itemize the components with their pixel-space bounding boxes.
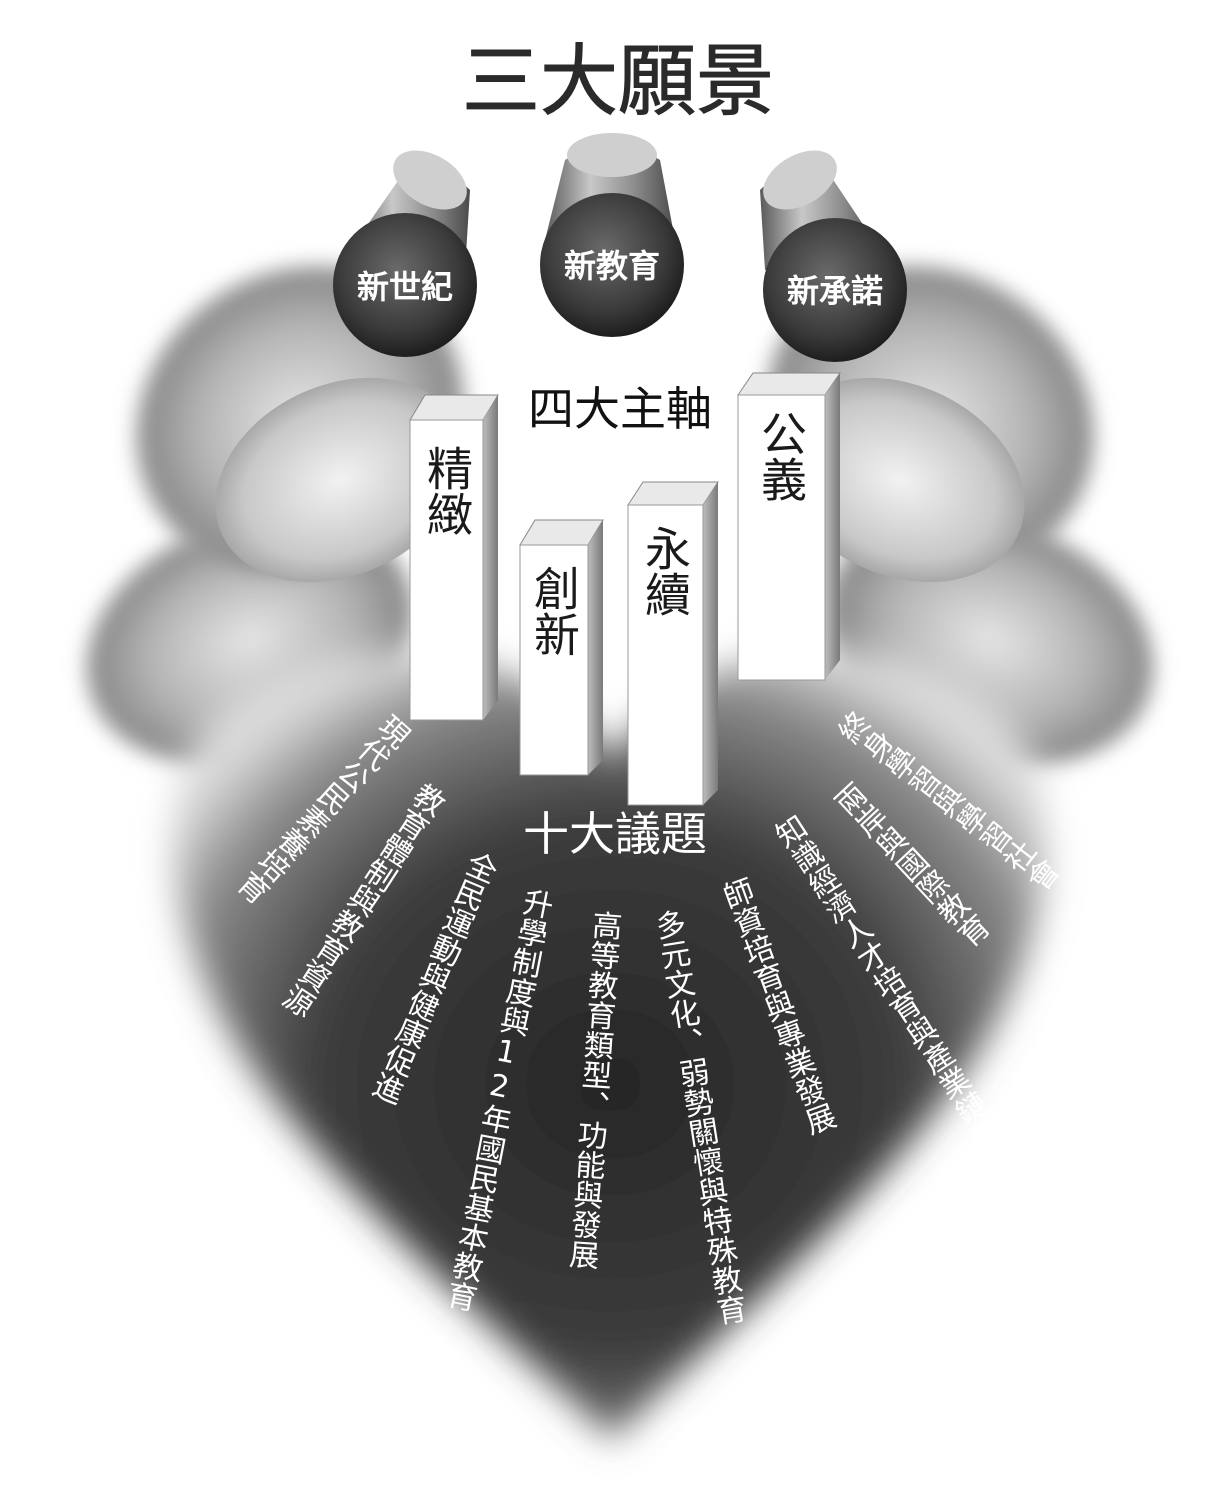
vision-cylinder-1	[333, 150, 477, 357]
vision-circle-2	[540, 193, 684, 337]
vision-label-2: 新教育	[564, 247, 660, 285]
axis-label-2: 創新	[527, 565, 581, 657]
axis-pillars	[409, 372, 841, 806]
axis-label-4: 公義	[754, 410, 808, 502]
vision-cylinders	[333, 133, 907, 362]
vision-circle-1	[333, 213, 477, 357]
heart	[173, 649, 1047, 1440]
axis-label-3: 永續	[638, 525, 692, 617]
axis-label-1: 精緻	[420, 445, 474, 537]
pillar-1	[409, 394, 499, 721]
vision-circle-3	[763, 218, 907, 362]
issues-title: 十大議題	[523, 807, 707, 861]
axes-title: 四大主軸	[528, 382, 712, 436]
pillar-3	[627, 481, 719, 806]
petal-inner-left	[215, 377, 465, 583]
vision-label-1: 新世紀	[357, 268, 453, 306]
heart-shape	[173, 649, 1047, 1440]
pillar-2	[519, 519, 604, 776]
vision-cylinder-3	[760, 150, 907, 362]
page-title: 三大願景	[462, 37, 774, 127]
pillar-4	[737, 372, 841, 681]
vision-label-3: 新承諾	[787, 272, 883, 310]
vision-cylinder-2	[540, 133, 684, 337]
